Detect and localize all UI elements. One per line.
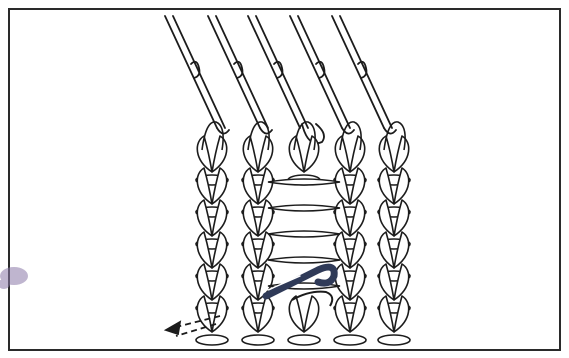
dropped-stitch-ladder-icon: [268, 257, 340, 263]
dropped-stitch-ladder-icon: [268, 205, 340, 211]
dropped-stitch-ladder-icon: [268, 231, 340, 237]
dropped-stitch-ladder-icon: [268, 179, 340, 185]
